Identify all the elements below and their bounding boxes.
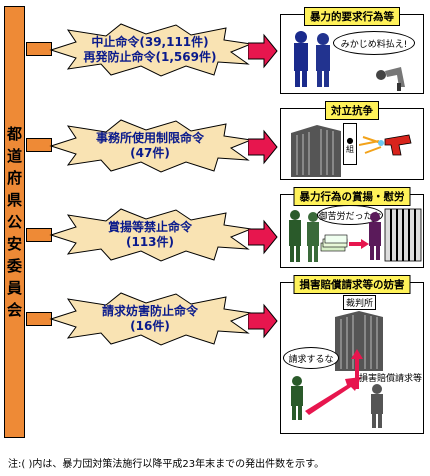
authority-char: 府 <box>6 169 22 187</box>
bowing-man-icon <box>376 67 405 91</box>
money-stack-icon <box>320 234 348 252</box>
courthouse-icon <box>335 311 383 371</box>
footnote: 注:( )内は、暴力団対策法施行以降平成23年末までの発出件数を示す。 <box>8 459 325 470</box>
authority-bar: 都 道 府 県 公 安 委 員 会 <box>4 6 25 438</box>
burst-shape <box>49 208 253 262</box>
claim-arrow-icon <box>351 349 363 389</box>
scene-panel: 対立抗争 ●組 <box>280 101 424 180</box>
building-icon <box>291 125 341 177</box>
order-label: 賞揚等禁止命令 <box>107 220 192 234</box>
sign-label: ●組 <box>345 135 355 153</box>
authority-char: 員 <box>6 279 22 297</box>
order-text: 請求妨害防止命令 (16件) <box>80 304 220 334</box>
authority-char: 県 <box>6 191 22 209</box>
order-count: (47件) <box>130 146 170 160</box>
gun-icon <box>359 134 412 156</box>
claim-label: 損害賠償請求等 <box>359 374 423 384</box>
order-count: (113件) <box>125 235 175 249</box>
authority-char: 委 <box>6 257 22 275</box>
arrow-icon <box>248 303 278 339</box>
burst-shape <box>49 292 253 346</box>
authority-char: 会 <box>6 301 22 319</box>
scene-panel: 暴力的要求行為等 みかじめ料払え! <box>280 7 424 94</box>
burst-shape <box>49 119 253 173</box>
connector-bar <box>26 42 52 56</box>
speech-bubble: 御苦労だったな <box>317 205 383 225</box>
panel-title: 暴力行為の賞揚・慰労 <box>293 187 411 206</box>
panel-title: 損害賠償請求等の妨害 <box>293 275 411 294</box>
order-count: (16件) <box>130 319 170 333</box>
prison-icon <box>369 208 422 262</box>
connector-bar <box>26 138 52 152</box>
sign-board: ●組 <box>343 123 357 165</box>
order-text: 事務所使用制限命令 (47件) <box>80 131 220 161</box>
order-label: 事務所使用制限命令 <box>95 131 204 145</box>
gangster-icon <box>291 376 303 420</box>
order-text: 中止命令(39,111件) 再発防止命令(1,569件) <box>70 35 230 65</box>
panel-title: 暴力的要求行為等 <box>304 7 400 26</box>
burst-shape <box>49 23 253 77</box>
arrow-icon <box>248 33 278 69</box>
panel-title: 対立抗争 <box>325 101 379 120</box>
arrow-icon <box>248 219 278 255</box>
gangster-figures-icon <box>294 31 330 87</box>
speech-bubble: 請求するな <box>283 347 339 369</box>
authority-char: 都 <box>6 125 22 143</box>
victim-icon <box>371 384 383 428</box>
scene-panel: 暴力行為の賞揚・慰労 御苦労だったな <box>280 187 424 268</box>
authority-char: 公 <box>6 213 22 231</box>
arrow-icon <box>248 129 278 165</box>
authority-char: 安 <box>6 235 22 253</box>
scene-panel: 損害賠償請求等の妨害 裁判所 請求するな 損害賠償請求等 <box>280 275 424 434</box>
order-label: 中止命令(39,111件) <box>91 35 209 49</box>
order-text: 賞揚等禁止命令 (113件) <box>80 220 220 250</box>
speech-bubble: みかじめ料払え! <box>333 31 415 55</box>
order-count: 再発防止命令(1,569件) <box>83 50 217 64</box>
boss-figures-icon <box>289 210 319 262</box>
order-label: 請求妨害防止命令 <box>101 304 198 318</box>
arrow-small-icon <box>349 239 369 249</box>
court-label: 裁判所 <box>343 295 377 310</box>
obstruction-arrow-icon <box>305 377 361 415</box>
authority-char: 道 <box>6 147 22 165</box>
